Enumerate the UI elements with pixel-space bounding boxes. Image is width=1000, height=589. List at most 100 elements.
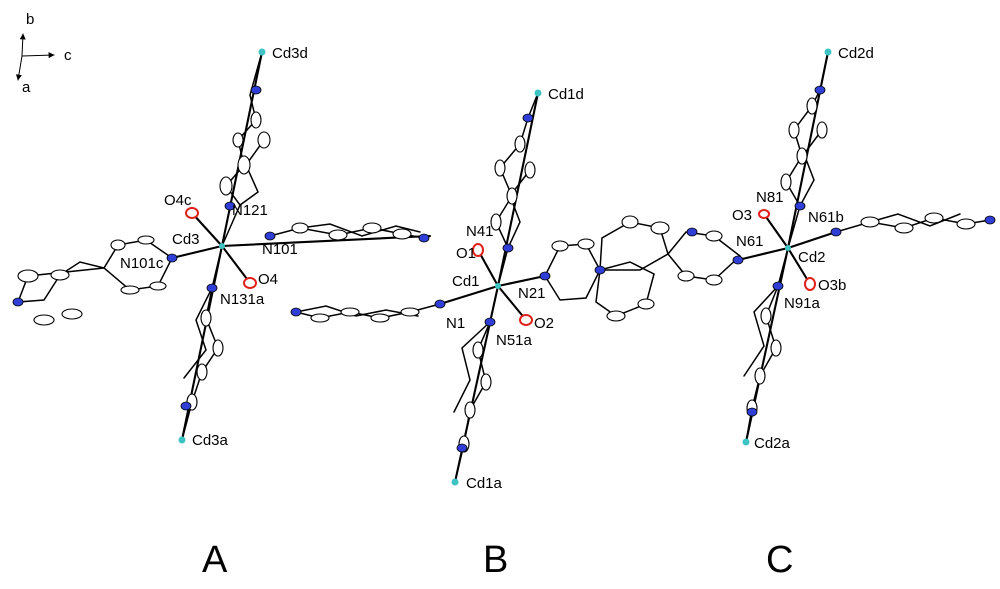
carbon-atom (524, 161, 536, 179)
atom-label: N61 (736, 233, 764, 250)
nitrogen-atom (290, 307, 302, 317)
nitrogen-atom (484, 317, 496, 327)
b-axis-arrow (19, 33, 26, 57)
pyridine-ring (544, 243, 601, 301)
nitrogen-atom (250, 85, 262, 95)
nitrogen-atom (12, 297, 24, 307)
carbon-atom (392, 228, 412, 240)
bond (762, 212, 790, 250)
carbon-atom (506, 187, 518, 205)
nitrogen-atom (732, 255, 744, 265)
panel-b-labels: Cd1d N41 O1 Cd1 N21 N1 O2 N51a Cd1a (446, 86, 584, 492)
a-axis-arrow (15, 55, 23, 81)
carbon-atom (237, 155, 251, 175)
axis-indicator: b c a (15, 11, 72, 96)
panel-b-structure (290, 89, 742, 486)
nitrogen-atom (686, 227, 698, 237)
ligand-chain (507, 169, 531, 249)
carbon-atom (362, 222, 382, 234)
carbon-atom (577, 238, 595, 250)
carbon-atom (257, 131, 271, 149)
carbon-atom (621, 215, 639, 229)
oxygen-atom (185, 207, 199, 219)
nitrogen-atom (434, 299, 446, 309)
carbon-atom (50, 269, 70, 281)
atom-label: O4 (258, 271, 278, 288)
ligand-chain (495, 92, 539, 287)
atom-label: O3 (732, 207, 752, 224)
nitrogen-atom (772, 281, 784, 291)
carbon-atom (33, 314, 55, 326)
carbon-atom (472, 341, 484, 359)
atom-label: N91a (784, 295, 821, 312)
bond (496, 274, 547, 288)
nitrogen-atom (502, 243, 514, 253)
atom-label: N101c (120, 255, 164, 272)
carbon-atom (705, 230, 723, 242)
atom-label: O2 (534, 315, 554, 332)
nitrogen-atom (224, 201, 236, 211)
panel-a-label: A (202, 539, 228, 581)
carbon-atom (370, 313, 390, 323)
atom-label: Cd1a (466, 475, 503, 492)
cadmium-atom (258, 48, 266, 56)
ligand-chain (869, 213, 961, 227)
ligand-chain (743, 285, 779, 377)
panel-c-structure (732, 48, 996, 446)
nitrogen-atom (264, 231, 276, 241)
carbon-atom (291, 222, 309, 234)
cadmium-atom (495, 283, 501, 289)
carbon-atom (310, 313, 330, 323)
a-axis-label: a (22, 79, 31, 96)
c-axis-arrow (21, 52, 55, 59)
carbon-atom (956, 218, 976, 230)
nitrogen-atom (522, 113, 534, 123)
atom-label: N51a (496, 332, 533, 349)
oxygen-atom (804, 277, 816, 291)
nitrogen-atom (814, 85, 826, 95)
atom-label: N61b (808, 209, 844, 226)
carbon-atom (61, 308, 83, 320)
ligand-chain (221, 51, 263, 247)
ligand-chain (299, 223, 421, 237)
nitrogen-atom (456, 443, 468, 453)
bond (496, 91, 540, 288)
oxygen-atom (472, 243, 484, 257)
carbon-atom (551, 240, 569, 252)
cadmium-atom (534, 89, 542, 97)
bond (220, 244, 252, 285)
ligand-chain (239, 139, 265, 206)
bond (170, 244, 224, 260)
ligand-chain (453, 321, 491, 413)
nitrogen-atom (206, 283, 218, 293)
cadmium-atom (742, 438, 750, 446)
nitrogen-atom (746, 407, 758, 417)
nitrogen-atom (594, 265, 606, 275)
carbon-atom (250, 111, 262, 129)
cadmium-atom (219, 243, 225, 249)
panel-b-label: B (483, 539, 508, 581)
atom-label: Cd2d (838, 45, 874, 62)
carbon-atom (816, 121, 828, 139)
bond (496, 284, 528, 322)
carbon-atom (340, 307, 360, 317)
bond (220, 50, 264, 248)
atom-label: N41 (466, 223, 494, 240)
carbon-atom (400, 307, 420, 317)
carbon-atom (137, 235, 155, 245)
atom-label: Cd3a (192, 432, 229, 449)
carbon-atom (760, 307, 772, 325)
carbon-atom (677, 270, 695, 282)
carbon-atom (860, 216, 880, 228)
carbon-atom (328, 229, 348, 241)
carbon-atom (780, 173, 792, 191)
carbon-atom (650, 221, 670, 235)
atom-label: N131a (220, 291, 265, 308)
bond (438, 284, 500, 306)
nitrogen-atom (166, 253, 178, 263)
nitrogen-atom (418, 233, 430, 243)
bond (786, 246, 812, 286)
oxygen-atom (519, 314, 533, 326)
carbon-atom (637, 298, 655, 310)
